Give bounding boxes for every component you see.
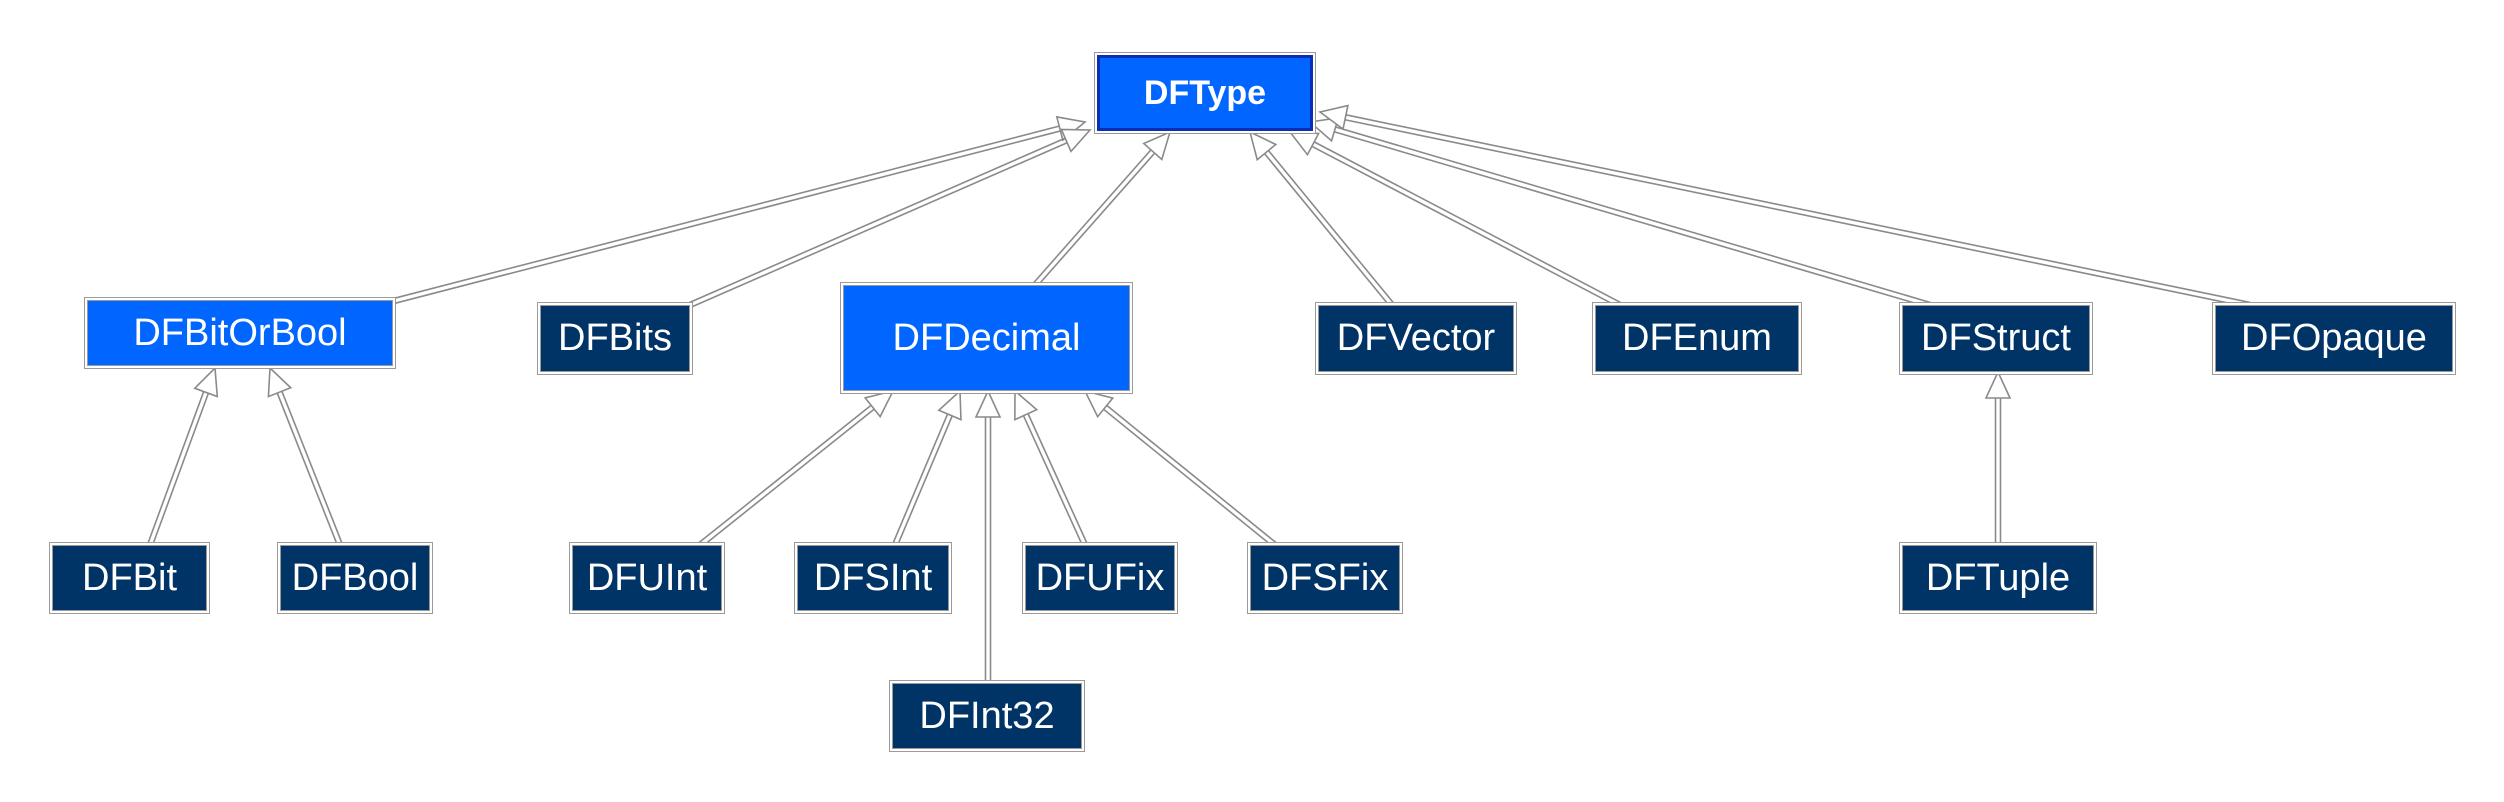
node-dfbits[interactable]: DFBits: [540, 305, 690, 372]
inheritance-edge-dftuple-to-dfstruct: [1984, 370, 2012, 545]
node-dfbitorbool[interactable]: DFBitOrBool: [87, 300, 393, 366]
inheritance-edge-dfstruct-to-dftype: [1308, 116, 1931, 309]
inheritance-edge-dfenum-to-dftype: [1288, 131, 1622, 308]
node-dfvector[interactable]: DFVector: [1318, 305, 1514, 372]
arrowhead: [1984, 370, 2012, 399]
inheritance-edge-dfvector-to-dftype: [1248, 130, 1395, 308]
arrowhead: [1014, 389, 1039, 421]
arrowhead: [1248, 130, 1278, 162]
inheritance-edge-dfint32-to-dfdecimal: [974, 389, 1002, 683]
inheritance-edge-dfopaque-to-dftype: [1318, 104, 2251, 309]
inheritance-edge-dfbit-to-dfbitorbool: [146, 366, 219, 547]
arrowhead: [863, 389, 895, 419]
node-dfsfix[interactable]: DFSFix: [1250, 545, 1400, 611]
arrowhead: [1060, 128, 1092, 153]
arrowhead: [1308, 116, 1340, 143]
node-dfdecimal[interactable]: DFDecimal: [843, 285, 1130, 391]
arrowhead: [1288, 131, 1320, 157]
arrowhead: [193, 366, 219, 398]
inheritance-edge-dfsfix-to-dfdecimal: [1083, 389, 1278, 548]
arrowhead: [937, 389, 962, 421]
arrowhead: [267, 366, 293, 398]
node-dftuple[interactable]: DFTuple: [1902, 545, 2094, 611]
node-dfbit[interactable]: DFBit: [52, 545, 207, 611]
node-dftype[interactable]: DFType: [1097, 55, 1313, 131]
arrowhead: [974, 389, 1002, 418]
node-dfufix[interactable]: DFUFix: [1025, 545, 1175, 611]
inheritance-edge-dfbitorbool-to-dftype: [389, 115, 1087, 306]
node-dfint32[interactable]: DFInt32: [892, 683, 1082, 749]
node-dfenum[interactable]: DFEnum: [1595, 305, 1799, 372]
inheritance-edge-dfsint-to-dfdecimal: [891, 389, 962, 547]
inheritance-edge-dfdecimal-to-dftype: [1032, 130, 1172, 288]
node-dfstruct[interactable]: DFStruct: [1902, 305, 2090, 372]
node-dfopaque[interactable]: DFOpaque: [2215, 305, 2453, 372]
inheritance-edge-dfbool-to-dfbitorbool: [267, 366, 344, 547]
arrowhead: [1142, 130, 1172, 161]
inheritance-edge-dfbits-to-dftype: [688, 128, 1092, 309]
node-dfuint[interactable]: DFUInt: [572, 545, 722, 611]
node-dfsint[interactable]: DFSInt: [797, 545, 949, 611]
node-dfbool[interactable]: DFBool: [280, 545, 430, 611]
inheritance-edge-dfufix-to-dfdecimal: [1014, 389, 1089, 547]
arrowhead: [1083, 389, 1115, 419]
inheritance-edge-dfuint-to-dfdecimal: [697, 389, 895, 548]
arrowhead: [1318, 104, 1349, 131]
